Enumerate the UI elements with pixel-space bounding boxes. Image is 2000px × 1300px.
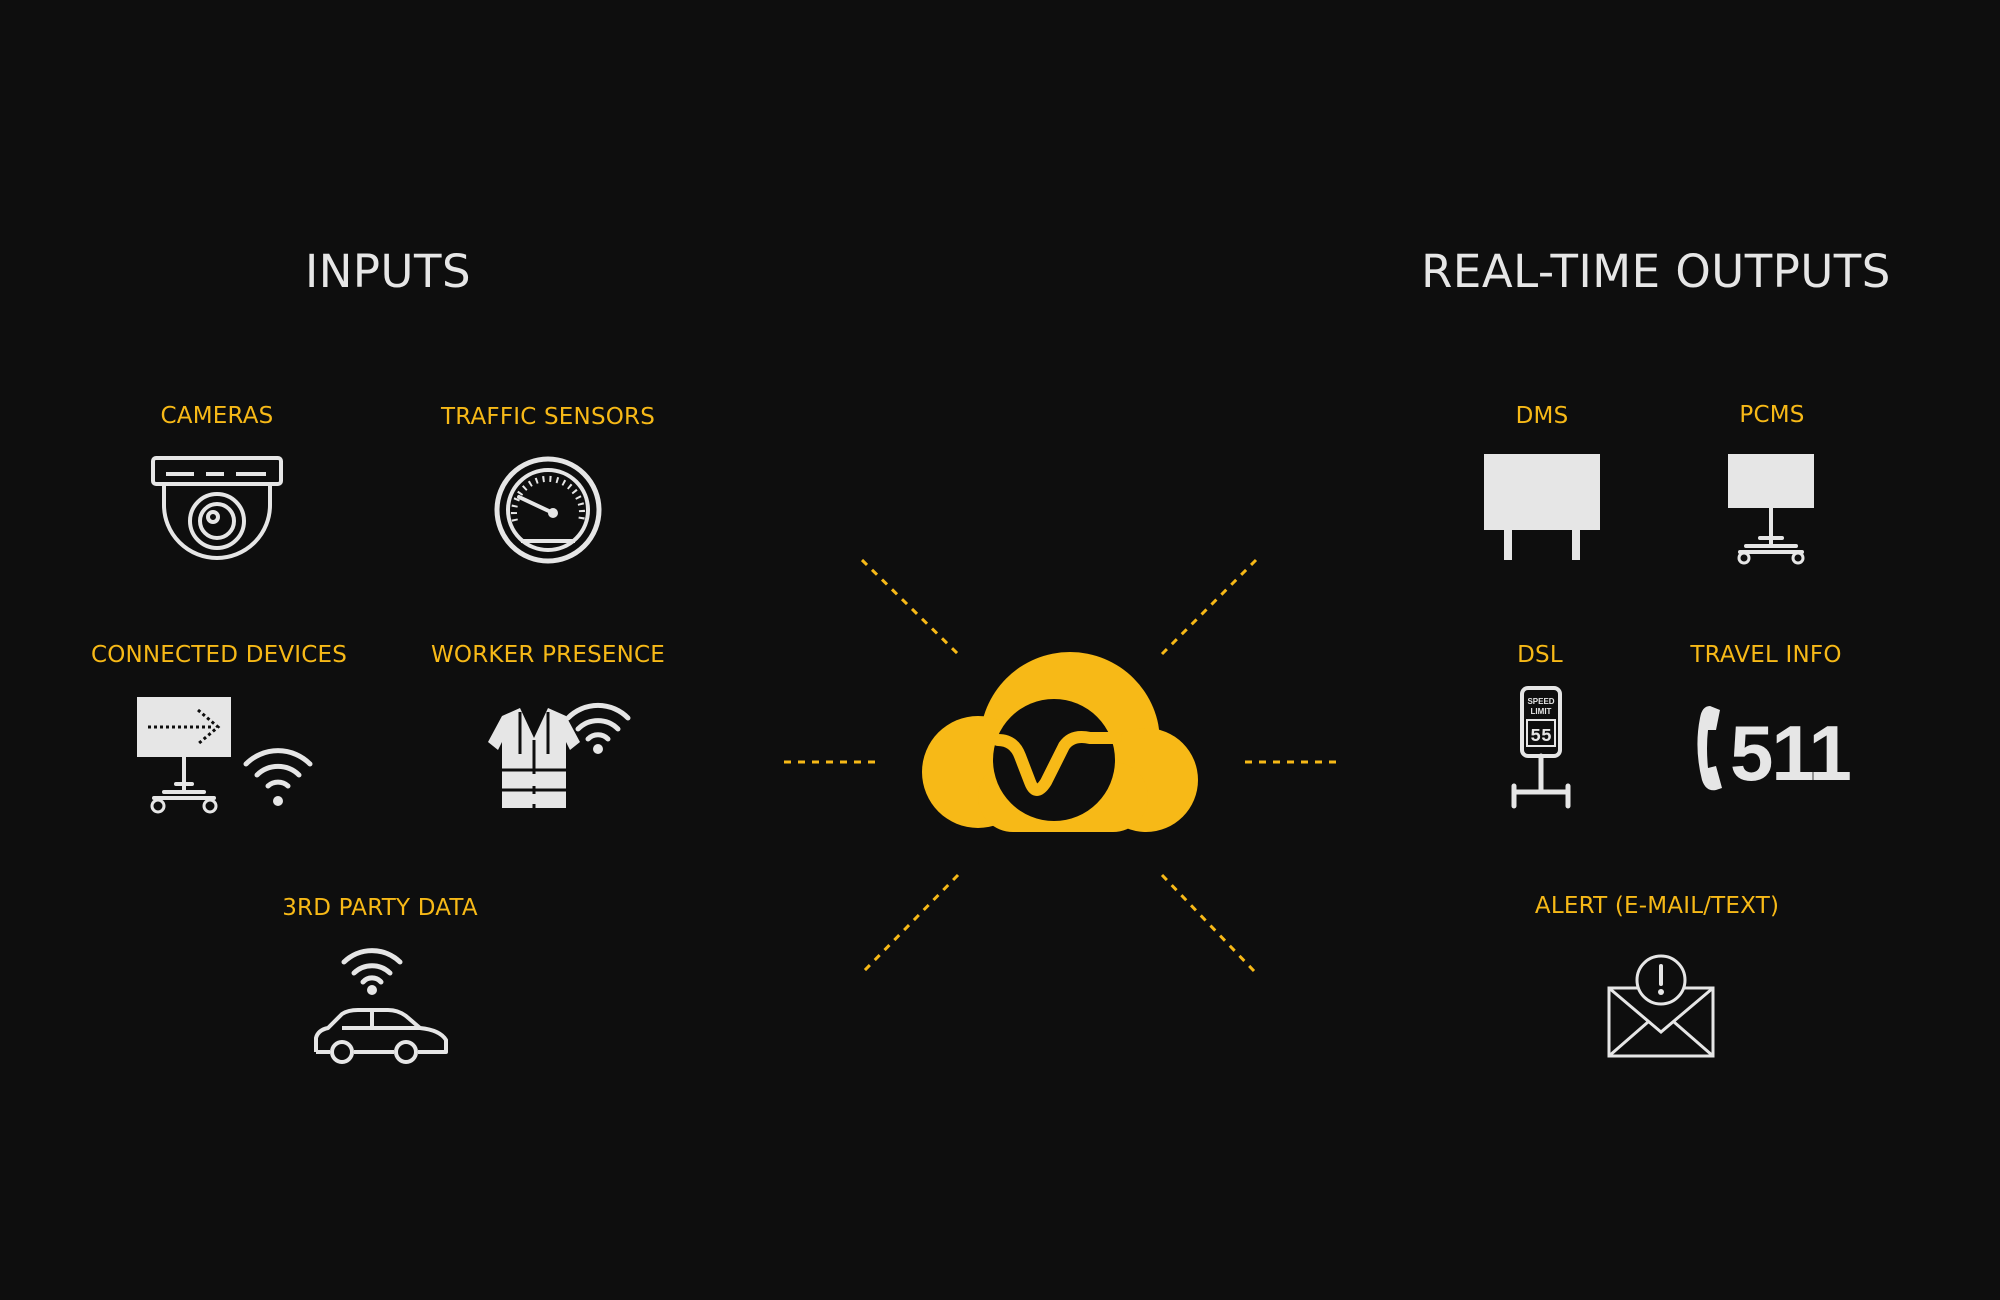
cloud-logo-icon — [922, 652, 1198, 832]
speed-limit-sign-icon: SPEED LIMIT 55 — [1511, 686, 1571, 809]
wifi-icon — [341, 948, 403, 985]
wifi-icon — [565, 702, 631, 742]
speedometer-icon — [494, 456, 602, 564]
alert-envelope-icon — [1607, 954, 1715, 1058]
cameras-label: CAMERAS — [160, 403, 274, 429]
travel-number: 511 — [1730, 709, 1850, 797]
third-party-data-label: 3RD PARTY DATA — [282, 895, 478, 921]
arrow-board-trailer-icon — [137, 697, 313, 814]
ray-bottom-left — [862, 873, 960, 973]
speed-label-line2: LIMIT — [1531, 707, 1552, 716]
wifi-icon — [243, 748, 313, 789]
worker-presence-label: WORKER PRESENCE — [430, 642, 666, 668]
travel-info-label: TRAVEL INFO — [1690, 642, 1842, 668]
speed-value: 55 — [1530, 727, 1552, 747]
security-camera-icon — [151, 456, 283, 560]
pcms-label: PCMS — [1739, 402, 1805, 428]
ray-bottom-right — [1160, 873, 1256, 973]
ray-top-left — [860, 558, 960, 656]
portable-sign-icon — [1728, 454, 1814, 565]
message-sign-icon — [1484, 454, 1600, 560]
phone-511-icon: 511 — [1697, 706, 1852, 797]
alert-label: ALERT (E-MAIL/TEXT) — [1534, 893, 1780, 919]
traffic-sensors-label: TRAFFIC SENSORS — [440, 404, 656, 430]
connected-devices-label: CONNECTED DEVICES — [90, 642, 348, 668]
inputs-heading: INPUTS — [304, 245, 472, 298]
speed-label-line1: SPEED — [1527, 697, 1554, 706]
connected-car-icon — [314, 948, 448, 1064]
dms-label: DMS — [1515, 403, 1569, 429]
safety-vest-icon — [488, 702, 631, 808]
outputs-heading: REAL-TIME OUTPUTS — [1421, 245, 1891, 298]
dsl-label: DSL — [1517, 642, 1563, 668]
ray-top-right — [1160, 558, 1258, 656]
